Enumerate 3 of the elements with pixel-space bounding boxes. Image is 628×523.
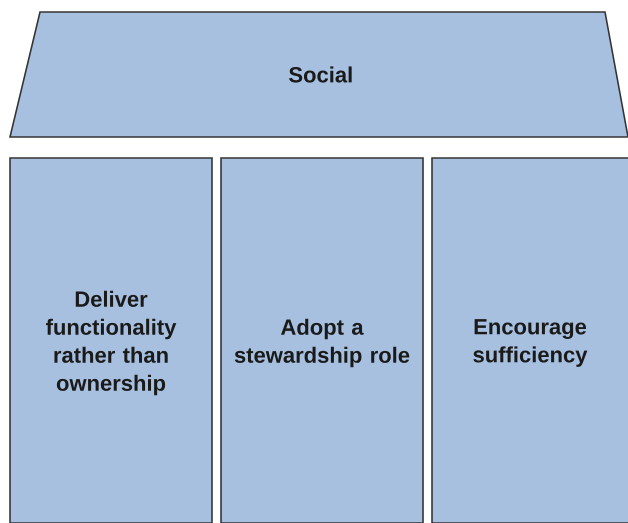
pillar-box: Adopt a stewardship role [220,157,424,523]
pillar-box: Encourage sufficiency [431,157,628,523]
pillar-box: Deliver functionality rather than ownership [9,157,213,523]
